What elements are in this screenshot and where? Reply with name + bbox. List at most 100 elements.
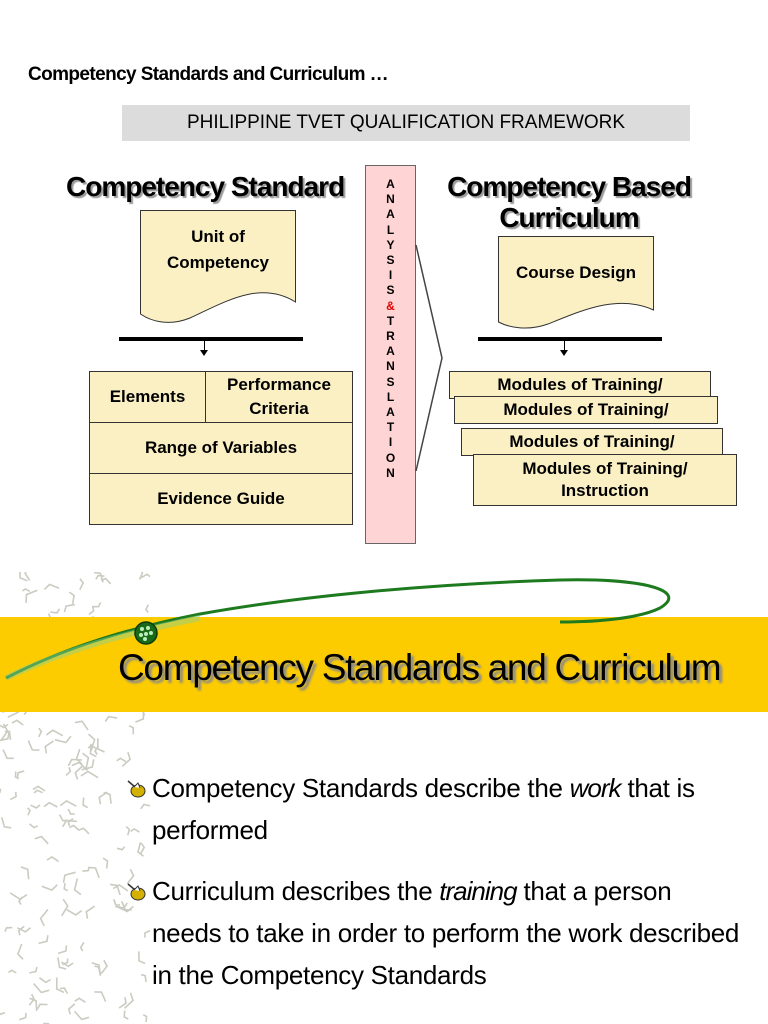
analysis-letter: L xyxy=(386,389,395,404)
pattern-stroke xyxy=(17,925,25,936)
pattern-stroke xyxy=(33,983,50,994)
pattern-stroke xyxy=(104,715,118,722)
course-design-document-shape xyxy=(498,236,654,329)
pattern-stroke xyxy=(63,883,69,892)
pattern-stroke xyxy=(96,738,105,753)
pattern-stroke xyxy=(85,905,96,919)
pattern-stroke xyxy=(19,1012,27,1021)
pattern-stroke xyxy=(68,824,80,831)
analysis-letter: A xyxy=(386,207,395,222)
pattern-stroke xyxy=(80,770,99,779)
bullet-bee-icon xyxy=(127,883,146,901)
pattern-stroke xyxy=(29,997,38,1011)
pattern-stroke xyxy=(38,935,49,945)
pattern-stroke xyxy=(30,804,41,809)
pattern-stroke xyxy=(100,959,108,975)
elements-cell: Elements xyxy=(89,371,206,423)
pattern-stroke xyxy=(79,578,85,590)
pattern-stroke xyxy=(79,942,85,952)
pattern-stroke xyxy=(50,608,61,614)
analysis-letter: A xyxy=(386,344,395,359)
pattern-stroke xyxy=(109,883,121,896)
pattern-stroke xyxy=(82,797,89,809)
framework-banner-text: PHILIPPINE TVET QUALIFICATION FRAMEWORK xyxy=(186,112,626,133)
right-arrow-icon xyxy=(415,245,443,471)
pattern-stroke xyxy=(74,997,86,1003)
pattern-stroke xyxy=(0,817,12,829)
module-card-2: Modules of Training/ xyxy=(454,396,718,424)
module-card-4: Modules of Training/ Instruction xyxy=(473,454,737,506)
pattern-stroke xyxy=(62,819,77,828)
slide-subtitle: Competency Standards and Curriculum … xyxy=(28,64,389,85)
module-card-3: Modules of Training/ xyxy=(461,428,723,456)
pattern-stroke xyxy=(67,818,74,827)
pattern-stroke xyxy=(116,846,126,851)
pattern-stroke xyxy=(57,957,67,970)
pattern-stroke xyxy=(94,965,101,974)
analysis-letter: & xyxy=(386,298,395,313)
right-connector-stem xyxy=(564,341,565,351)
pattern-stroke xyxy=(20,866,30,880)
pattern-stroke xyxy=(140,573,150,579)
competency-based-curriculum-heading: Competency Based Curriculum xyxy=(447,171,692,233)
pattern-stroke xyxy=(43,801,58,808)
pattern-stroke xyxy=(130,827,140,833)
pattern-stroke xyxy=(81,759,95,771)
pattern-stroke xyxy=(16,770,25,778)
pattern-stroke xyxy=(16,927,32,933)
pattern-stroke xyxy=(140,973,147,983)
pattern-stroke xyxy=(93,572,104,583)
pattern-stroke xyxy=(41,884,58,892)
pattern-stroke xyxy=(87,744,98,750)
right-arrow-down-icon xyxy=(560,350,568,356)
pattern-stroke xyxy=(0,788,2,794)
analysis-letter: T xyxy=(386,313,395,328)
pattern-stroke xyxy=(66,909,83,916)
pattern-stroke xyxy=(63,603,75,613)
analysis-letter: N xyxy=(386,465,395,480)
pattern-stroke xyxy=(138,572,144,580)
pattern-stroke xyxy=(44,740,54,754)
pattern-stroke xyxy=(89,743,97,758)
pattern-stroke xyxy=(8,969,17,974)
pattern-stroke xyxy=(45,729,64,737)
pattern-stroke xyxy=(11,719,24,726)
pattern-stroke xyxy=(59,987,69,994)
right-connector-bar xyxy=(478,337,662,341)
pattern-stroke xyxy=(95,574,105,580)
pattern-stroke xyxy=(137,842,144,857)
course-design-label: Course Design xyxy=(516,263,636,282)
pattern-stroke xyxy=(98,791,108,805)
pattern-stroke xyxy=(33,789,43,794)
analysis-letter: I xyxy=(388,268,393,283)
pattern-stroke xyxy=(125,826,131,836)
analysis-letter: I xyxy=(388,435,393,450)
bullet-text-2: Curriculum describes the training that a… xyxy=(152,876,740,990)
pattern-stroke xyxy=(46,856,60,863)
pattern-stroke xyxy=(27,740,40,751)
pattern-stroke xyxy=(74,765,84,780)
pattern-stroke xyxy=(32,785,46,792)
bullet-item-2: Curriculum describes the training that a… xyxy=(126,870,746,996)
pattern-stroke xyxy=(144,929,150,938)
analysis-letter: S xyxy=(386,253,395,268)
pattern-stroke xyxy=(116,757,127,763)
pattern-stroke xyxy=(2,749,14,760)
pattern-stroke xyxy=(61,898,69,917)
analysis-letter: T xyxy=(386,420,395,435)
pattern-stroke xyxy=(120,900,132,911)
range-of-variables-cell: Range of Variables xyxy=(89,422,353,474)
pattern-stroke xyxy=(121,751,132,767)
pattern-stroke xyxy=(28,993,36,1006)
pattern-stroke xyxy=(62,871,76,883)
pattern-stroke xyxy=(27,807,31,816)
pattern-stroke xyxy=(118,997,127,1009)
pattern-stroke xyxy=(24,572,31,581)
pattern-stroke xyxy=(82,752,90,769)
pattern-stroke xyxy=(55,977,65,994)
competency-standard-heading: Competency Standard xyxy=(66,171,345,202)
analysis-letter: S xyxy=(386,283,395,298)
